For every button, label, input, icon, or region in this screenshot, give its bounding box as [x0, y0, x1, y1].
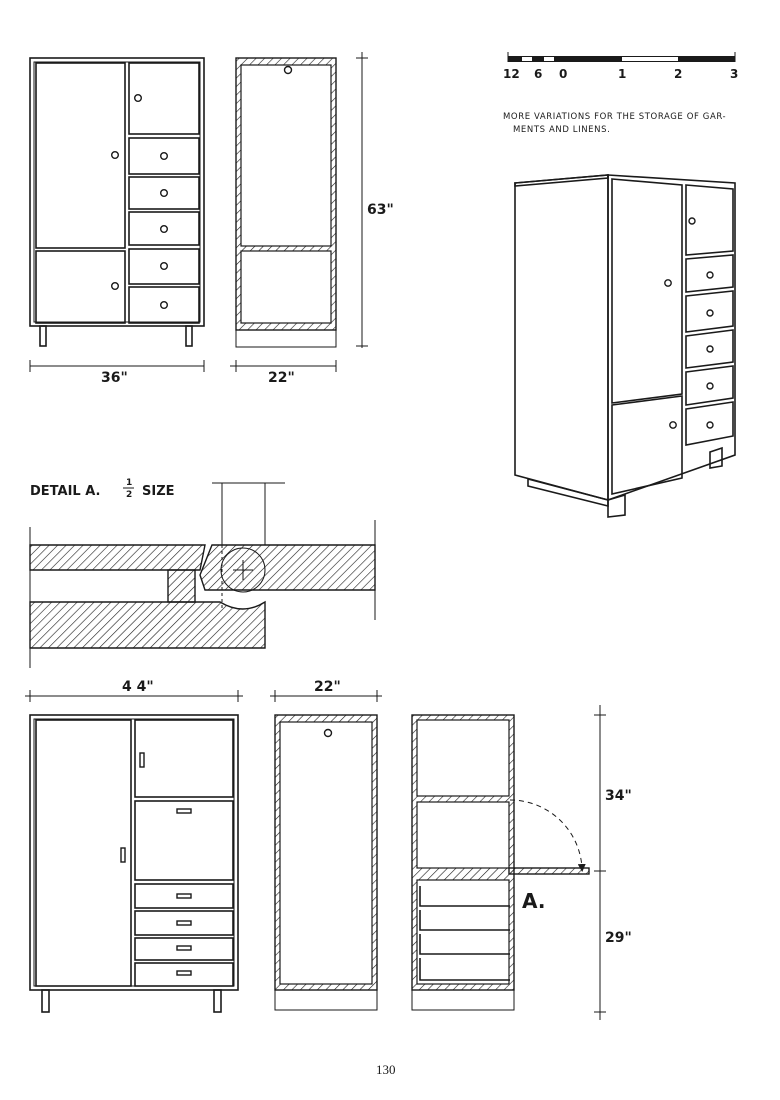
handle-icon — [120, 847, 126, 863]
knob-icon — [159, 188, 168, 197]
knob-icon — [706, 345, 714, 353]
scale-label: 2 — [674, 67, 682, 81]
caption-line-2: MENTS AND LINENS. — [513, 125, 610, 135]
handle-icon — [176, 970, 192, 976]
bottom-section-view: 22" — [270, 679, 382, 1011]
knob-icon — [110, 150, 119, 159]
perspective-view — [514, 174, 736, 518]
scale-label: 6 — [534, 67, 542, 81]
knob-icon — [133, 93, 142, 102]
knob-icon — [159, 262, 168, 271]
top-width-dimension: 36" — [101, 370, 128, 386]
page-number: 130 — [376, 1062, 396, 1077]
flap-callout: A. — [522, 889, 545, 913]
caption-line-1: MORE VARIATIONS FOR THE STORAGE OF GAR- — [503, 112, 726, 122]
knob-icon — [706, 382, 714, 390]
scale-label: 0 — [559, 67, 567, 81]
knob-icon — [110, 282, 119, 291]
scale-label: 12 — [503, 67, 520, 81]
bottom-front-elevation: 4 4" — [25, 679, 243, 1013]
bottom-width-dimension: 4 4" — [122, 679, 154, 695]
detail-scale-word: SIZE — [142, 484, 175, 499]
handle-icon — [139, 752, 145, 768]
top-depth-dimension: 22" — [268, 370, 295, 386]
upper-height-dimension: 34" — [605, 788, 632, 804]
knob-icon — [706, 421, 714, 429]
handle-icon — [176, 920, 192, 926]
knob-icon — [323, 728, 333, 738]
handle-icon — [176, 893, 192, 899]
detail-title: DETAIL A. — [30, 484, 100, 499]
handle-icon — [176, 945, 192, 951]
scale-bar: 12 6 0 1 2 3 — [503, 52, 738, 81]
detail-scale-numerator: 1 — [126, 478, 132, 488]
top-section-view: 22" 63" — [230, 52, 394, 386]
knob-icon — [159, 224, 168, 233]
knob-icon — [159, 301, 168, 310]
top-height-dimension: 63" — [367, 202, 394, 218]
scale-label: 1 — [618, 67, 626, 81]
knob-icon — [706, 309, 714, 317]
detail-a-title: DETAIL A. 1 2 SIZE — [30, 478, 175, 500]
detail-scale-denominator: 2 — [126, 490, 132, 500]
bottom-depth-dimension: 22" — [314, 679, 341, 695]
knob-icon — [159, 151, 168, 160]
knob-icon — [664, 279, 672, 287]
lower-height-dimension: 29" — [605, 930, 632, 946]
top-front-elevation: 36" — [29, 57, 205, 386]
knob-icon — [688, 217, 696, 225]
handle-icon — [176, 808, 192, 814]
knob-icon — [283, 65, 293, 75]
bottom-flap-section: A. 34" 29" — [411, 705, 632, 1020]
knob-icon — [669, 421, 677, 429]
knob-icon — [706, 271, 714, 279]
detail-a-section — [29, 482, 376, 668]
scale-label: 3 — [730, 67, 738, 81]
